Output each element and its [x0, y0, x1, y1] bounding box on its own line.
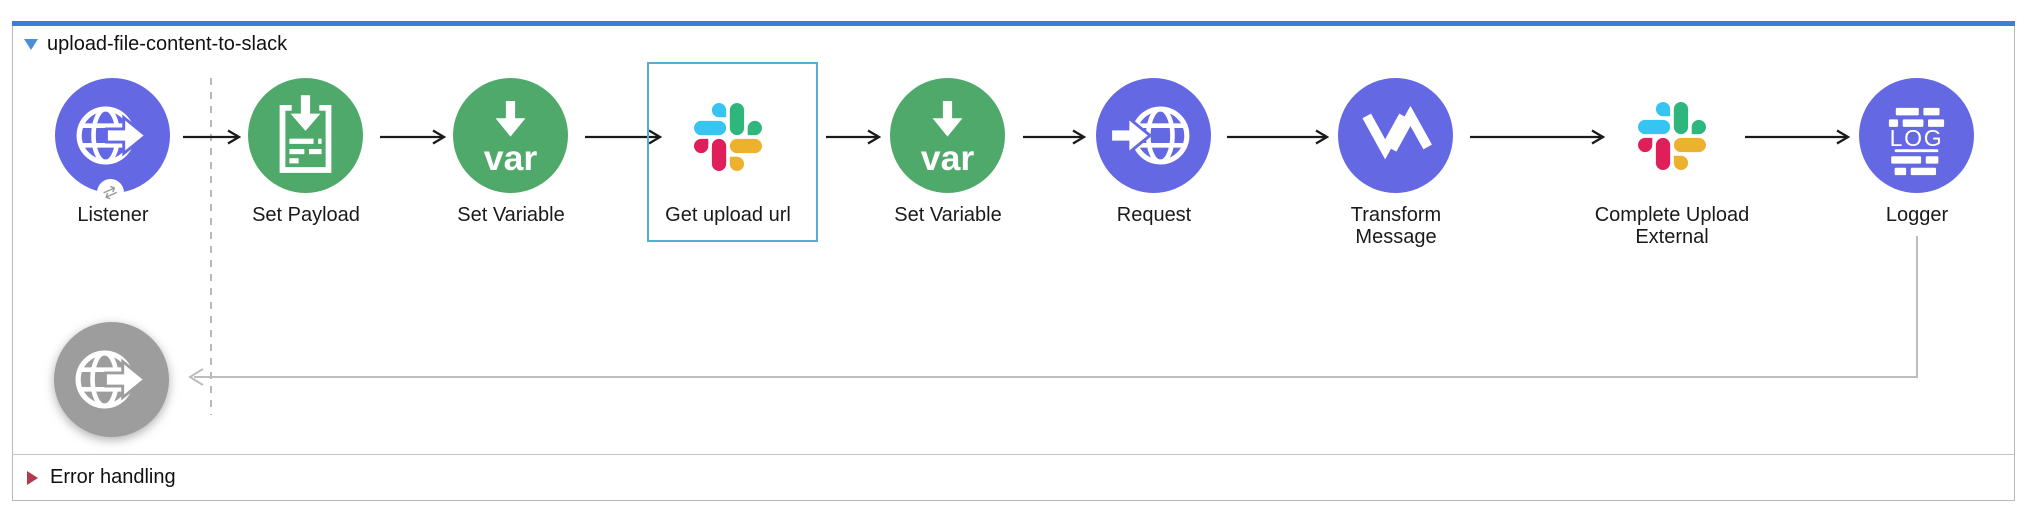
node-transform-message[interactable] [1338, 78, 1453, 193]
request-response-badge: ⇄ [97, 179, 124, 206]
var-icon-text: var [921, 138, 975, 178]
node-complete-upload-external[interactable] [1638, 102, 1706, 170]
flow-title: upload-file-content-to-slack [47, 32, 288, 55]
globe-request-icon [1109, 106, 1190, 165]
log-icon-text: LOG [1890, 125, 1944, 151]
node-label: Complete Upload External [1594, 204, 1750, 248]
node-label: Logger [1885, 204, 1949, 226]
flow-top-accent-bar [12, 21, 2015, 26]
node-label: Get upload url [665, 204, 791, 226]
node-label: Listener [77, 204, 149, 226]
node-logger[interactable]: LOG [1859, 78, 1974, 193]
error-handling-section[interactable]: Error handling [13, 455, 2014, 500]
error-handling-title: Error handling [50, 466, 176, 488]
variable-arrow-icon: var [484, 101, 538, 178]
node-label: Set Variable [457, 204, 565, 226]
node-get-upload-url[interactable] [694, 103, 762, 171]
payload-document-icon [279, 95, 332, 173]
node-label: Set Variable [894, 204, 1002, 226]
expand-error-handling-toggle-icon[interactable] [27, 470, 38, 485]
node-set-variable-1[interactable]: var [453, 78, 568, 193]
selection-box [647, 62, 818, 242]
collapse-flow-toggle-icon[interactable] [24, 38, 38, 50]
slack-logo-icon [694, 103, 762, 171]
variable-arrow-icon: var [921, 101, 975, 178]
node-listener[interactable] [55, 78, 170, 193]
node-request[interactable] [1096, 78, 1211, 193]
node-label: Request [1116, 204, 1192, 226]
node-set-payload[interactable] [248, 78, 363, 193]
node-label: Set Payload [252, 204, 360, 226]
var-icon-text: var [484, 138, 538, 178]
dataweave-icon [1362, 105, 1432, 160]
node-label: Transform Message [1350, 204, 1442, 248]
slack-logo-icon [1638, 102, 1706, 170]
node-response-endpoint[interactable] [54, 322, 169, 437]
node-set-variable-2[interactable]: var [890, 78, 1005, 193]
globe-arrow-icon [75, 350, 148, 409]
request-response-icon: ⇄ [100, 180, 121, 205]
globe-arrow-icon [76, 106, 149, 165]
log-icon: LOG [1888, 107, 1945, 176]
section-separator [12, 454, 2015, 455]
flow-header: upload-file-content-to-slack [24, 32, 287, 56]
